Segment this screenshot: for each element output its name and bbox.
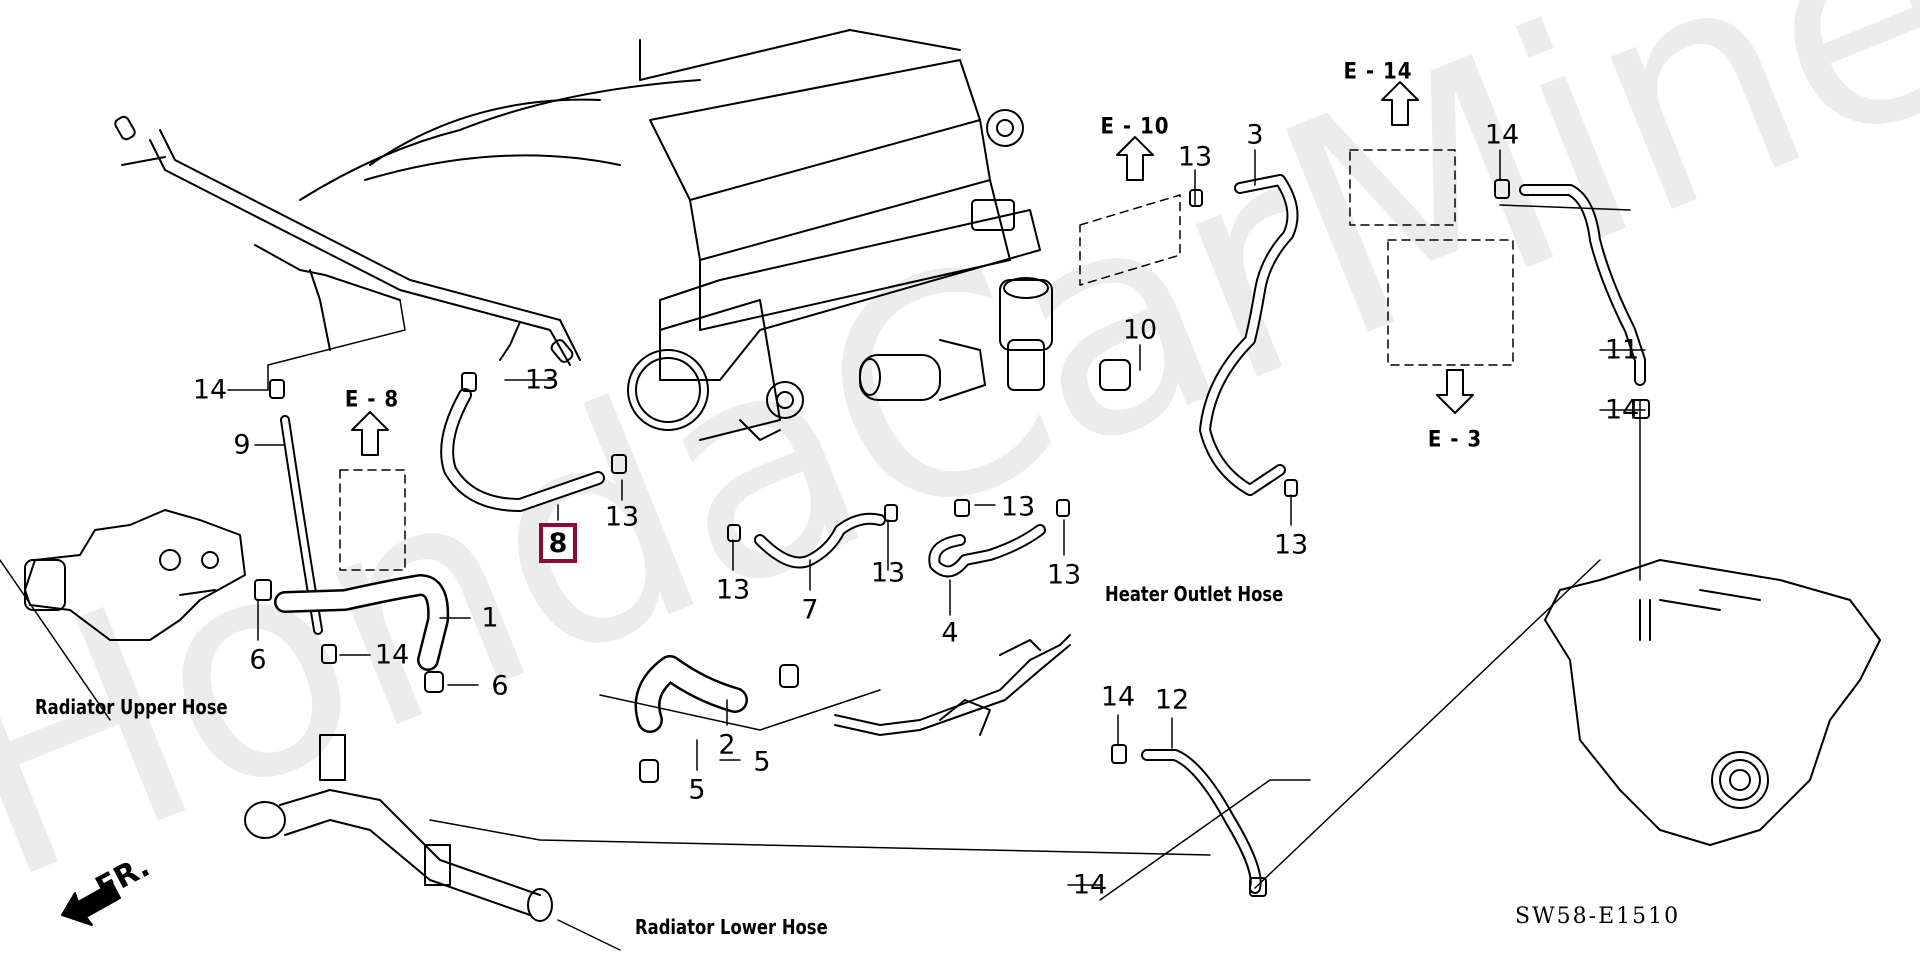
arrow-up-e10 [1116, 136, 1154, 181]
callout-9[interactable]: 9 [233, 429, 251, 461]
callout-13[interactable]: 13 [1177, 141, 1213, 173]
arrow-down-e3 [1436, 369, 1474, 414]
inset-boxes [339, 149, 1514, 571]
callout-11[interactable]: 11 [1604, 334, 1640, 366]
label-heater-outlet-hose: Heater Outlet Hose [1105, 582, 1284, 606]
intake-manifold [299, 29, 1041, 381]
clips [254, 179, 1650, 897]
callout-10[interactable]: 10 [1122, 314, 1158, 346]
ref-e14[interactable]: E - 14 [1343, 59, 1413, 85]
iac-valve [859, 277, 1053, 401]
callout-3[interactable]: 3 [1246, 119, 1264, 151]
callout-6[interactable]: 6 [491, 670, 509, 702]
callout-12[interactable]: 12 [1154, 684, 1190, 716]
callout-13[interactable]: 13 [1000, 491, 1036, 523]
ref-e10[interactable]: E - 10 [1100, 114, 1170, 140]
callout-1[interactable]: 1 [481, 602, 499, 634]
transmission-housing [1544, 559, 1881, 846]
callout-14[interactable]: 14 [1072, 869, 1108, 901]
callout-2[interactable]: 2 [718, 729, 736, 761]
label-radiator-upper-hose: Radiator Upper Hose [35, 695, 228, 719]
ref-e3[interactable]: E - 3 [1427, 427, 1483, 453]
callout-5[interactable]: 5 [753, 746, 771, 778]
callout-13[interactable]: 13 [524, 364, 560, 396]
leader-lines [0, 149, 1646, 951]
arrow-up-e8 [351, 411, 389, 456]
callout-14[interactable]: 14 [1604, 394, 1640, 426]
section-arrows[interactable] [351, 81, 1474, 456]
callout-6[interactable]: 6 [249, 644, 267, 676]
callout-4[interactable]: 4 [941, 617, 959, 649]
callout-14[interactable]: 14 [192, 374, 228, 406]
callout-7[interactable]: 7 [801, 594, 819, 626]
callout-8-label: 8 [548, 527, 568, 559]
callout-13[interactable]: 13 [870, 557, 906, 589]
label-radiator-lower-hose: Radiator Lower Hose [635, 915, 828, 939]
callout-5[interactable]: 5 [688, 774, 706, 806]
callout-13[interactable]: 13 [1273, 529, 1309, 561]
metal-pipe-upper [114, 115, 581, 366]
lower-water-pipe [244, 734, 553, 922]
thermostat-housing [24, 509, 246, 641]
drawing-code: SW58-E1510 [1515, 904, 1681, 929]
throttle-body [627, 299, 804, 441]
heater-pipe [834, 634, 1071, 736]
ref-e8[interactable]: E - 8 [344, 387, 400, 413]
callout-14[interactable]: 14 [1484, 119, 1520, 151]
arrow-up-e14 [1381, 81, 1419, 126]
callout-13[interactable]: 13 [715, 574, 751, 606]
callout-14[interactable]: 14 [1100, 681, 1136, 713]
callout-14[interactable]: 14 [374, 639, 410, 671]
front-arrow-icon [61, 882, 121, 926]
callout-13[interactable]: 13 [1046, 559, 1082, 591]
callout-8-highlighted[interactable]: 8 [539, 523, 577, 563]
callout-13[interactable]: 13 [604, 501, 640, 533]
